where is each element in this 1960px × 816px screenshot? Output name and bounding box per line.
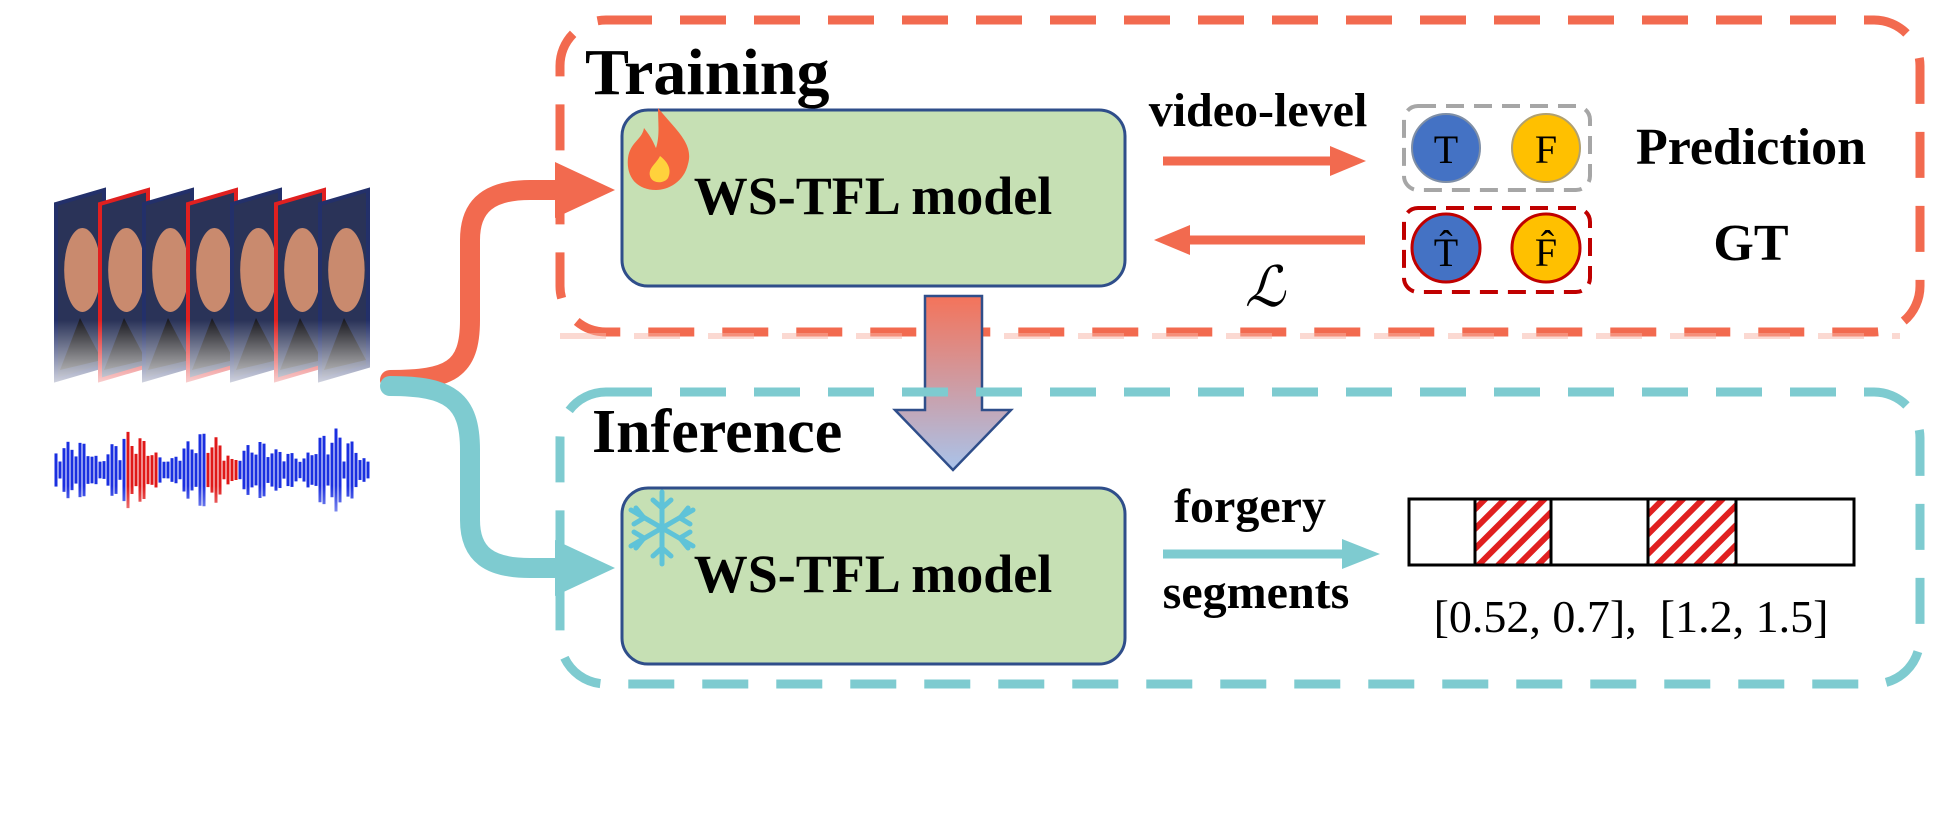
gt-fake-label: F̂ — [1535, 230, 1557, 275]
gt-box — [1402, 206, 1592, 294]
video-frame-face — [64, 228, 101, 312]
video-frame-face — [152, 228, 189, 312]
fire-icon — [627, 108, 690, 190]
video-level-arrow — [1163, 146, 1366, 176]
forgery-segment-2 — [1646, 497, 1738, 567]
timeline-bar — [1407, 497, 1856, 567]
loss-arrow — [1154, 225, 1365, 255]
segments-label: segments — [1163, 566, 1350, 619]
transfer-down-arrow — [892, 294, 1014, 472]
training-branch-arrow — [380, 162, 615, 390]
inference-panel — [555, 387, 1925, 689]
prediction-fake-circle — [1511, 113, 1581, 183]
input-audio-waveform — [50, 420, 380, 540]
prediction-box — [1402, 104, 1592, 192]
prediction-true-label: T — [1434, 127, 1458, 172]
video-frame-face — [328, 228, 365, 312]
training-model-label: WS-TFL model — [694, 166, 1053, 226]
video-frame-face — [240, 228, 277, 312]
forgery-segment-1 — [1473, 497, 1553, 567]
training-panel — [555, 15, 1925, 337]
gt-true-label: T̂ — [1434, 230, 1458, 275]
segments-values: [0.52, 0.7], [1.2, 1.5] — [1434, 591, 1829, 642]
inference-title: Inference — [592, 398, 842, 466]
prediction-fake-label: F — [1535, 127, 1557, 172]
gt-label: GT — [1713, 215, 1788, 272]
inference-branch-arrow — [380, 376, 615, 596]
snowflake-icon — [628, 489, 696, 567]
prediction-label: Prediction — [1636, 119, 1866, 176]
training-title: Training — [585, 36, 830, 109]
inference-model-box — [620, 486, 1127, 666]
video-frame-face — [108, 228, 145, 312]
gt-true-circle — [1410, 212, 1482, 284]
prediction-true-circle — [1411, 113, 1481, 183]
video-level-label: video-level — [1149, 84, 1368, 137]
gt-fake-circle — [1510, 212, 1582, 284]
video-frame-face — [196, 228, 233, 312]
inference-model-label: WS-TFL model — [694, 544, 1053, 604]
forgery-segments-arrow — [1163, 539, 1380, 569]
loss-symbol: ℒ — [1245, 257, 1287, 319]
forgery-label: forgery — [1174, 480, 1326, 533]
training-model-box — [620, 108, 1127, 288]
video-frame-face — [284, 228, 321, 312]
input-video-frames — [50, 187, 390, 400]
